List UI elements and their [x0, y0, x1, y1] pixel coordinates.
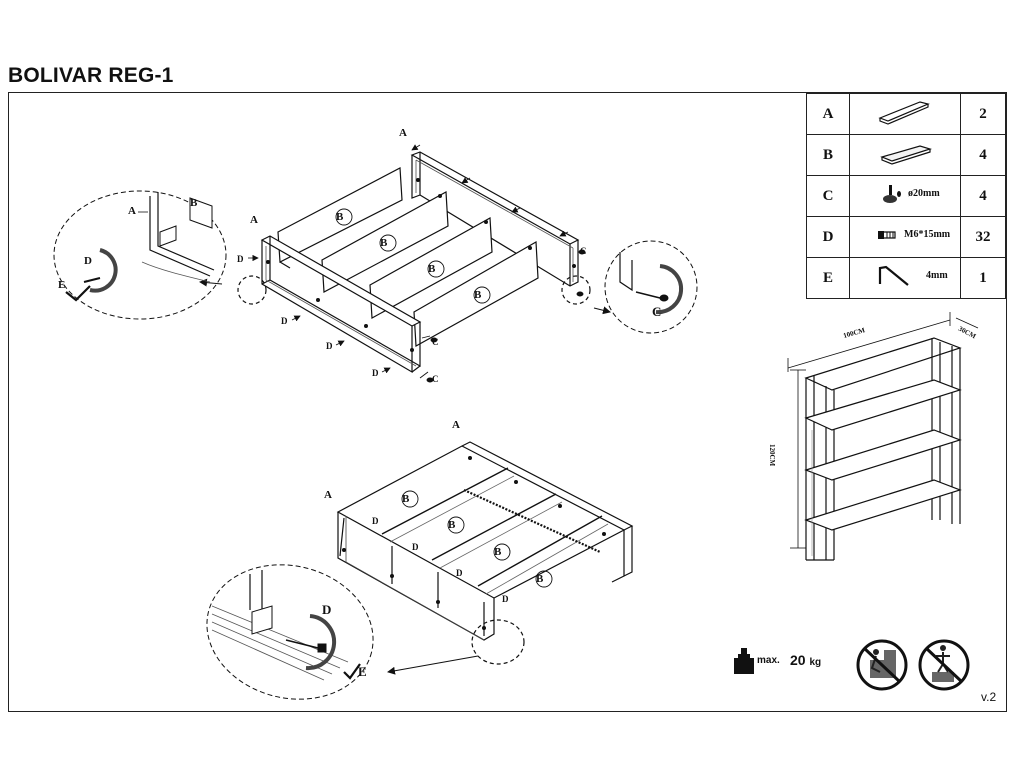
shelf-board-icon	[849, 134, 961, 176]
height-dimension: 120CM	[768, 444, 776, 467]
part-letter: A	[806, 93, 850, 135]
label-d: D	[456, 568, 463, 578]
label-c: C	[432, 374, 439, 384]
label-a: A	[128, 205, 136, 217]
label-b: B	[474, 289, 482, 301]
part-letter: C	[806, 175, 850, 217]
finished-shelf-view	[787, 312, 979, 561]
diagram-frame	[8, 92, 1007, 712]
part-qty: 4	[960, 175, 1006, 217]
shelf-b-1	[277, 167, 403, 269]
label-d: D	[237, 254, 244, 264]
label-b: B	[428, 263, 436, 275]
shelf-b-3	[369, 217, 493, 319]
label-d: D	[84, 255, 92, 267]
label-d: D	[502, 594, 509, 604]
part-letter: B	[806, 134, 850, 176]
label-b: B	[402, 493, 410, 505]
part-spec: M6*15mm	[904, 229, 951, 240]
foot-glide-icon	[883, 185, 901, 203]
label-d: D	[281, 316, 288, 326]
detail-callout-left: A B D E	[53, 190, 227, 320]
width-dimension: 100CM	[842, 326, 866, 340]
max-load-value: 20	[790, 652, 806, 668]
max-load-label: max.	[757, 655, 780, 666]
label-d: D	[412, 542, 419, 552]
detail-callout-bottom: D E	[206, 564, 479, 700]
detail-callout-right: C	[593, 240, 698, 334]
part-row-d: D M6*15mm 32	[806, 216, 1006, 258]
label-d: D	[372, 516, 379, 526]
label-e: E	[58, 279, 65, 291]
part-spec: 4mm	[926, 270, 948, 281]
step-1-labels: A A B B B B C C C D D D D	[237, 127, 587, 384]
part-row-e: E 4mm 1	[806, 257, 1006, 299]
frame-side-icon	[849, 93, 961, 135]
parts-table: A 2 B 4 C ø20mm 4	[806, 93, 1006, 299]
version-label: v.2	[981, 690, 997, 704]
label-b: B	[494, 546, 502, 558]
max-load-unit: kg	[809, 657, 822, 668]
label-e: E	[358, 664, 367, 679]
part-letter: E	[806, 257, 850, 299]
step-1-exploded-view	[237, 144, 591, 383]
frame-a-back	[410, 151, 580, 287]
weight-icon	[734, 648, 754, 674]
part-qty: 32	[960, 216, 1006, 258]
part-qty: 1	[960, 257, 1006, 299]
screw-icon	[878, 231, 896, 239]
label-a: A	[452, 419, 460, 431]
step-2-labels: A A B B B B D D D D	[324, 419, 544, 604]
label-d: D	[372, 368, 379, 378]
label-d: D	[322, 602, 331, 617]
label-a: A	[324, 489, 332, 501]
part-qty: 4	[960, 134, 1006, 176]
no-climbing-icon	[856, 639, 908, 691]
label-b: B	[336, 211, 344, 223]
label-a: A	[399, 127, 407, 139]
label-c: C	[432, 337, 439, 347]
label-b: B	[190, 197, 198, 209]
label-b: B	[536, 573, 544, 585]
label-b: B	[380, 237, 388, 249]
label-d: D	[326, 341, 333, 351]
label-c: C	[580, 246, 587, 256]
hex-key-icon	[878, 265, 909, 286]
page-title: BOLIVAR REG-1	[8, 64, 174, 87]
part-row-b: B 4	[806, 134, 1006, 176]
shelf-b-2	[321, 191, 449, 293]
part-spec: ø20mm	[908, 188, 940, 199]
shelf-b-4	[413, 240, 539, 347]
label-b: B	[448, 519, 456, 531]
depth-dimension: 30CM	[957, 325, 978, 341]
part-row-a: A 2	[806, 93, 1006, 135]
no-standing-icon	[918, 639, 970, 691]
frame-a-front	[260, 235, 422, 374]
label-c: C	[652, 304, 661, 319]
step-2-assembled-frame	[336, 441, 634, 665]
label-a: A	[250, 214, 258, 226]
